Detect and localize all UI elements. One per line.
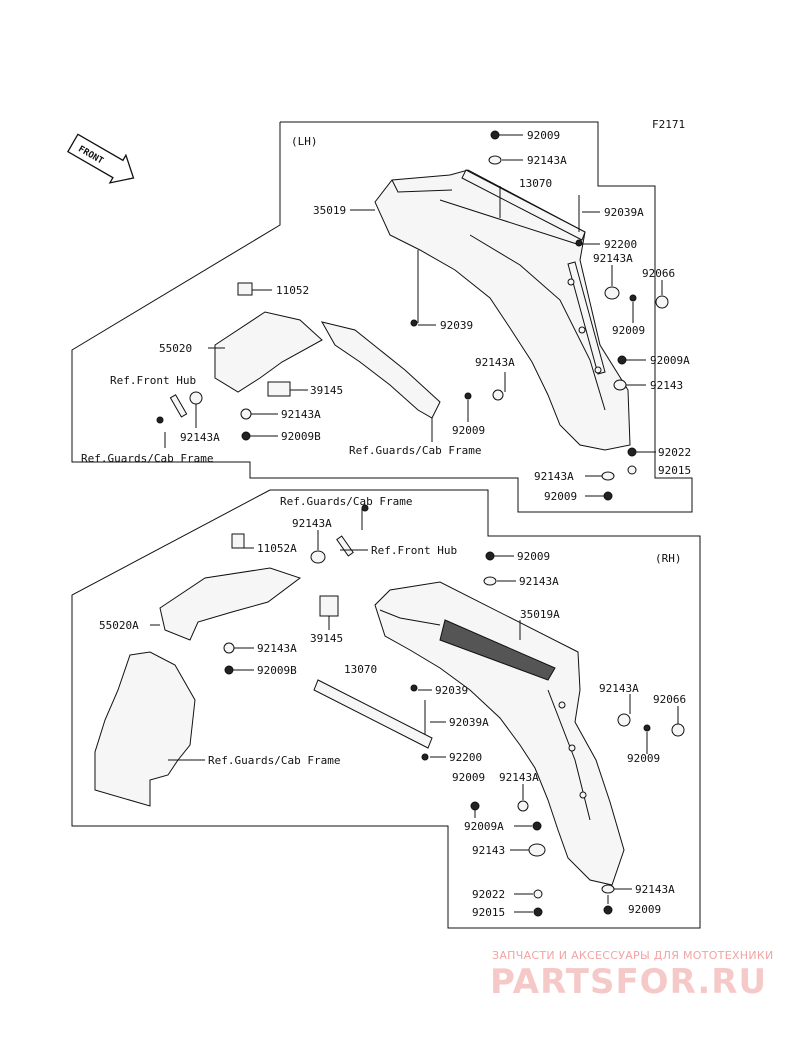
lh-guard-panel: [320, 321, 441, 419]
lh-92009A-label: 92009A: [650, 354, 690, 367]
rh-cap-92066: [671, 723, 685, 737]
rh-11052A-label: 11052A: [257, 542, 297, 555]
lh-washer-92143A-left: [189, 391, 203, 405]
rh-92009-bottom-label: 92009: [628, 903, 661, 916]
rh-92143A-top-label: 92143A: [292, 517, 332, 530]
rh-label: (RH): [655, 552, 682, 565]
rh-guard-panel: [94, 651, 196, 807]
lh-92143A-mid-label: 92143A: [475, 356, 515, 369]
rh-fender-35019A: [374, 581, 625, 886]
lh-rivet-92039: [410, 319, 418, 327]
rh-92143A-mid-label: 92143A: [499, 771, 539, 784]
watermark-tagline: ЗАПЧАСТИ И АКСЕССУАРЫ ДЛЯ МОТОТЕХНИКИ: [492, 949, 774, 962]
lh-92200-label: 92200: [604, 238, 637, 251]
rh-92015-label: 92015: [472, 906, 505, 919]
lh-clip-11052: [237, 282, 253, 296]
lh-washer-92143A-top: [488, 155, 502, 165]
lh-35019-label: 35019: [313, 204, 346, 217]
lh-frame: [71, 121, 693, 513]
rh-92143A-right-label: 92143A: [599, 682, 639, 695]
lh-92009-top-label: 92009: [527, 129, 560, 142]
lh-bolt-92009B: [241, 431, 251, 441]
rh-92066-label: 92066: [653, 693, 686, 706]
rh-92009A-label: 92009A: [464, 820, 504, 833]
rh-39145-label: 39145: [310, 632, 343, 645]
rh-13070-label: 13070: [344, 663, 377, 676]
rh-35019A-label: 35019A: [520, 608, 560, 621]
lh-92143A-left-label: 92143A: [180, 431, 220, 444]
rh-92039A-label: 92039A: [449, 716, 489, 729]
lh-mudflap-55020: [214, 311, 323, 393]
lh-92143A-top-label: 92143A: [527, 154, 567, 167]
lh-fender-35019: [374, 169, 631, 451]
lh-pad-39145: [267, 381, 291, 397]
rh-92039-label: 92039: [435, 684, 468, 697]
lh-55020-label: 55020: [159, 342, 192, 355]
lh-92022-label: 92022: [658, 446, 691, 459]
lh-92009-bottom-label: 92009: [544, 490, 577, 503]
rh-92009-right-label: 92009: [627, 752, 660, 765]
lh-92143A-lower-label: 92143A: [281, 408, 321, 421]
lh-cap-92066: [655, 295, 669, 309]
rh-92009-mid-label: 92009: [452, 771, 485, 784]
lh-washer-92143A: [240, 408, 252, 420]
lh-label: (LH): [291, 135, 318, 148]
lh-11052-label: 11052: [276, 284, 309, 297]
rh-ref-guards-mid: Ref.Guards/Cab Frame: [208, 754, 340, 767]
rh-55020A-label: 55020A: [99, 619, 139, 632]
lh-bolt-92009-top: [490, 130, 500, 140]
lh-92009-mid-label: 92009: [452, 424, 485, 437]
rh-92009-top-label: 92009: [517, 550, 550, 563]
rh-strip-13070: [313, 679, 433, 749]
rh-92143-label: 92143: [472, 844, 505, 857]
lh-92143-label: 92143: [650, 379, 683, 392]
lh-92039A-label: 92039A: [604, 206, 644, 219]
lh-ref-guards-right: Ref.Guards/Cab Frame: [349, 444, 481, 457]
rh-pad-39145: [319, 595, 339, 617]
lh-ref-front-hub: Ref.Front Hub: [110, 374, 196, 387]
rh-92143A-bottom-label: 92143A: [635, 883, 675, 896]
lh-13070-label: 13070: [519, 177, 552, 190]
rh-frame: [71, 489, 701, 929]
rh-mudflap-55020A: [159, 567, 302, 641]
rh-92143A-left-label: 92143A: [257, 642, 297, 655]
lh-strip-13070: [461, 169, 586, 241]
lh-ref-guards-left: Ref.Guards/Cab Frame: [81, 452, 213, 465]
lh-92009-right-label: 92009: [612, 324, 645, 337]
figure-code: F2171: [652, 118, 685, 131]
rh-ref-front-hub: Ref.Front Hub: [371, 544, 457, 557]
lh-strip-side: [567, 261, 606, 375]
rh-92143A-2-label: 92143A: [519, 575, 559, 588]
lh-92039-label: 92039: [440, 319, 473, 332]
rh-clip-11052A: [231, 533, 245, 549]
rh-rivet-92039: [410, 684, 418, 692]
lh-92009B-label: 92009B: [281, 430, 321, 443]
lh-92143A-right-label: 92143A: [593, 252, 633, 265]
rh-92200-label: 92200: [449, 751, 482, 764]
rh-washer-92143A-top: [310, 550, 326, 564]
lh-92066-label: 92066: [642, 267, 675, 280]
lh-92015-label: 92015: [658, 464, 691, 477]
lh-39145-label: 39145: [310, 384, 343, 397]
rh-ref-guards-top: Ref.Guards/Cab Frame: [280, 495, 412, 508]
rh-92022-label: 92022: [472, 888, 505, 901]
rh-fender-underside: [439, 619, 556, 681]
rh-92009B-label: 92009B: [257, 664, 297, 677]
lh-92143A-bottom-label: 92143A: [534, 470, 574, 483]
watermark-brand: PARTSFOR.RU: [490, 962, 768, 1002]
front-arrow-icon: FRONT: [66, 133, 135, 184]
